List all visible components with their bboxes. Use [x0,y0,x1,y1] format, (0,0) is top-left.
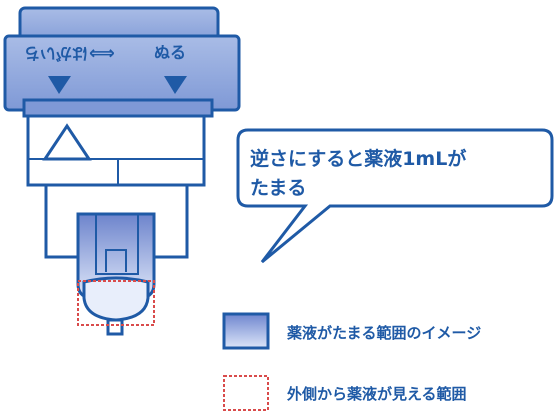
legend-item-1-label: 薬液がたまる範囲のイメージ [286,324,481,342]
legend-liquid-swatch [222,312,270,350]
right-down-arrow-icon [164,76,187,94]
bottle-inner-tube [105,249,127,272]
bottle-inner-neck [95,213,139,275]
bottle-dropper-tip [82,276,150,322]
cap-right-label: ぬる [154,43,186,62]
callout-line-2: たまる [250,177,306,199]
bottle-nozzle [106,318,124,336]
callout-bubble: 逆さにすると薬液1mLが たまる [236,128,554,264]
legend-visible-swatch [223,375,269,411]
cap-direction-arrow: ⟺ [89,43,115,64]
legend: 薬液がたまる範囲のイメージ 外側から薬液が見える範囲 [222,312,481,411]
left-down-arrow-icon [48,76,71,94]
callout-line-1: 逆さにすると薬液1mLが [250,147,466,170]
cap-left-label: はがいち [24,44,88,63]
bottle-body [26,114,206,336]
legend-item-2-label: 外側から薬液が見える範囲 [286,385,467,403]
cap: はがいち ⟺ ぬる [3,6,241,118]
up-triangle-icon [42,123,92,161]
callout-bubble-shape [236,128,554,264]
cap-lower-strip [22,98,214,118]
visible-liquid-dashed-area [77,280,155,326]
